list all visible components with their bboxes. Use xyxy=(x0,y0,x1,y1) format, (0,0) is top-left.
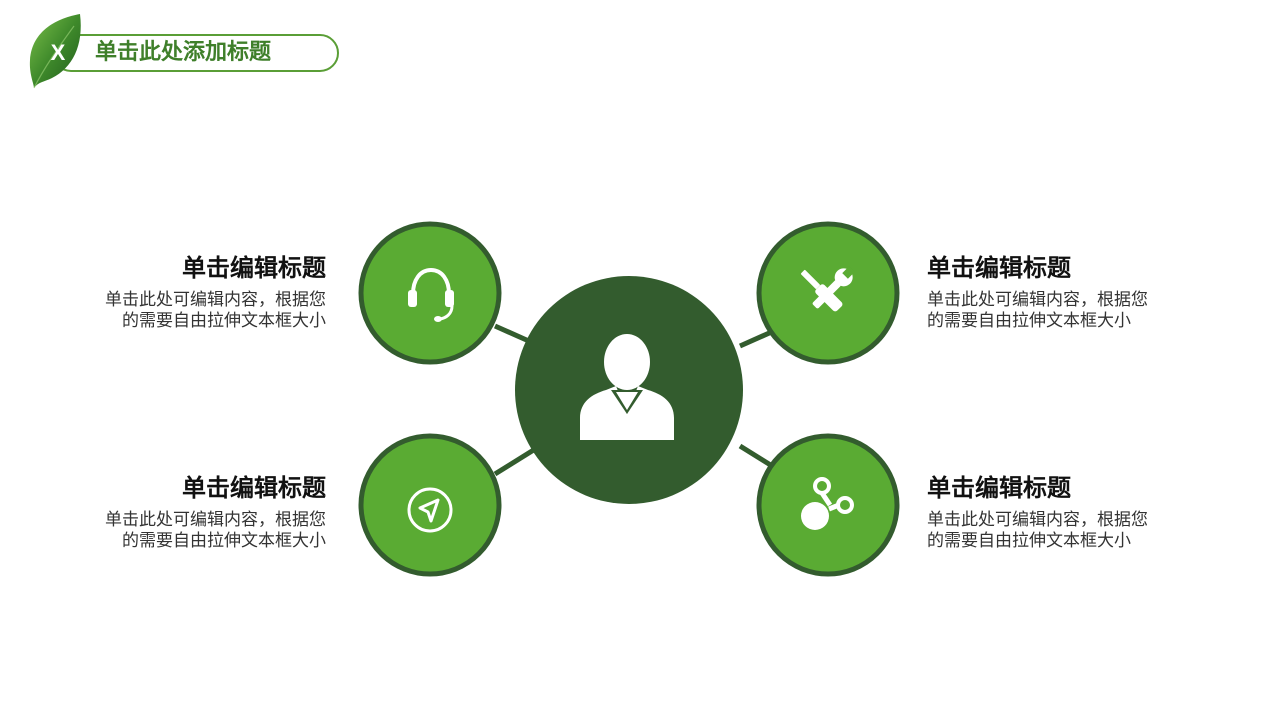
text-block-bottom-right: 单击编辑标题 单击此处可编辑内容，根据您 的需要自由拉伸文本框大小 xyxy=(927,472,1177,552)
text-block-top-right: 单击编辑标题 单击此处可编辑内容，根据您 的需要自由拉伸文本框大小 xyxy=(927,252,1177,332)
block-title[interactable]: 单击编辑标题 xyxy=(182,474,326,502)
block-desc[interactable]: 单击此处可编辑内容，根据您 的需要自由拉伸文本框大小 xyxy=(927,290,1177,332)
send-icon xyxy=(407,487,453,533)
tools-icon xyxy=(800,266,855,312)
block-title[interactable]: 单击编辑标题 xyxy=(182,254,326,282)
text-block-bottom-left: 单击编辑标题 单击此处可编辑内容，根据您 的需要自由拉伸文本框大小 xyxy=(76,472,326,552)
block-desc-line1: 单击此处可编辑内容，根据您 xyxy=(105,510,326,530)
block-title[interactable]: 单击编辑标题 xyxy=(927,474,1071,502)
title-pill xyxy=(52,34,339,72)
block-desc[interactable]: 单击此处可编辑内容，根据您 的需要自由拉伸文本框大小 xyxy=(76,290,326,332)
share-icon xyxy=(801,477,854,530)
block-desc-line2: 的需要自由拉伸文本框大小 xyxy=(927,311,1131,331)
node-circle-top-left[interactable] xyxy=(358,221,502,365)
header-leaf-letter: X xyxy=(50,40,66,65)
headset-icon xyxy=(408,267,454,322)
page-title[interactable]: 单击此处添加标题 xyxy=(95,40,272,65)
block-desc-line1: 单击此处可编辑内容，根据您 xyxy=(927,510,1148,530)
block-desc[interactable]: 单击此处可编辑内容，根据您 的需要自由拉伸文本框大小 xyxy=(927,510,1177,552)
person-icon xyxy=(580,334,674,440)
block-desc-line2: 的需要自由拉伸文本框大小 xyxy=(122,311,326,331)
leaf-icon xyxy=(29,14,81,89)
text-block-top-left: 单击编辑标题 单击此处可编辑内容，根据您 的需要自由拉伸文本框大小 xyxy=(76,252,326,332)
block-desc[interactable]: 单击此处可编辑内容，根据您 的需要自由拉伸文本框大小 xyxy=(76,510,326,552)
block-desc-line1: 单击此处可编辑内容，根据您 xyxy=(105,290,326,310)
block-desc-line1: 单击此处可编辑内容，根据您 xyxy=(927,290,1148,310)
block-title[interactable]: 单击编辑标题 xyxy=(927,254,1071,282)
block-desc-line2: 的需要自由拉伸文本框大小 xyxy=(122,531,326,551)
block-desc-line2: 的需要自由拉伸文本框大小 xyxy=(927,531,1131,551)
